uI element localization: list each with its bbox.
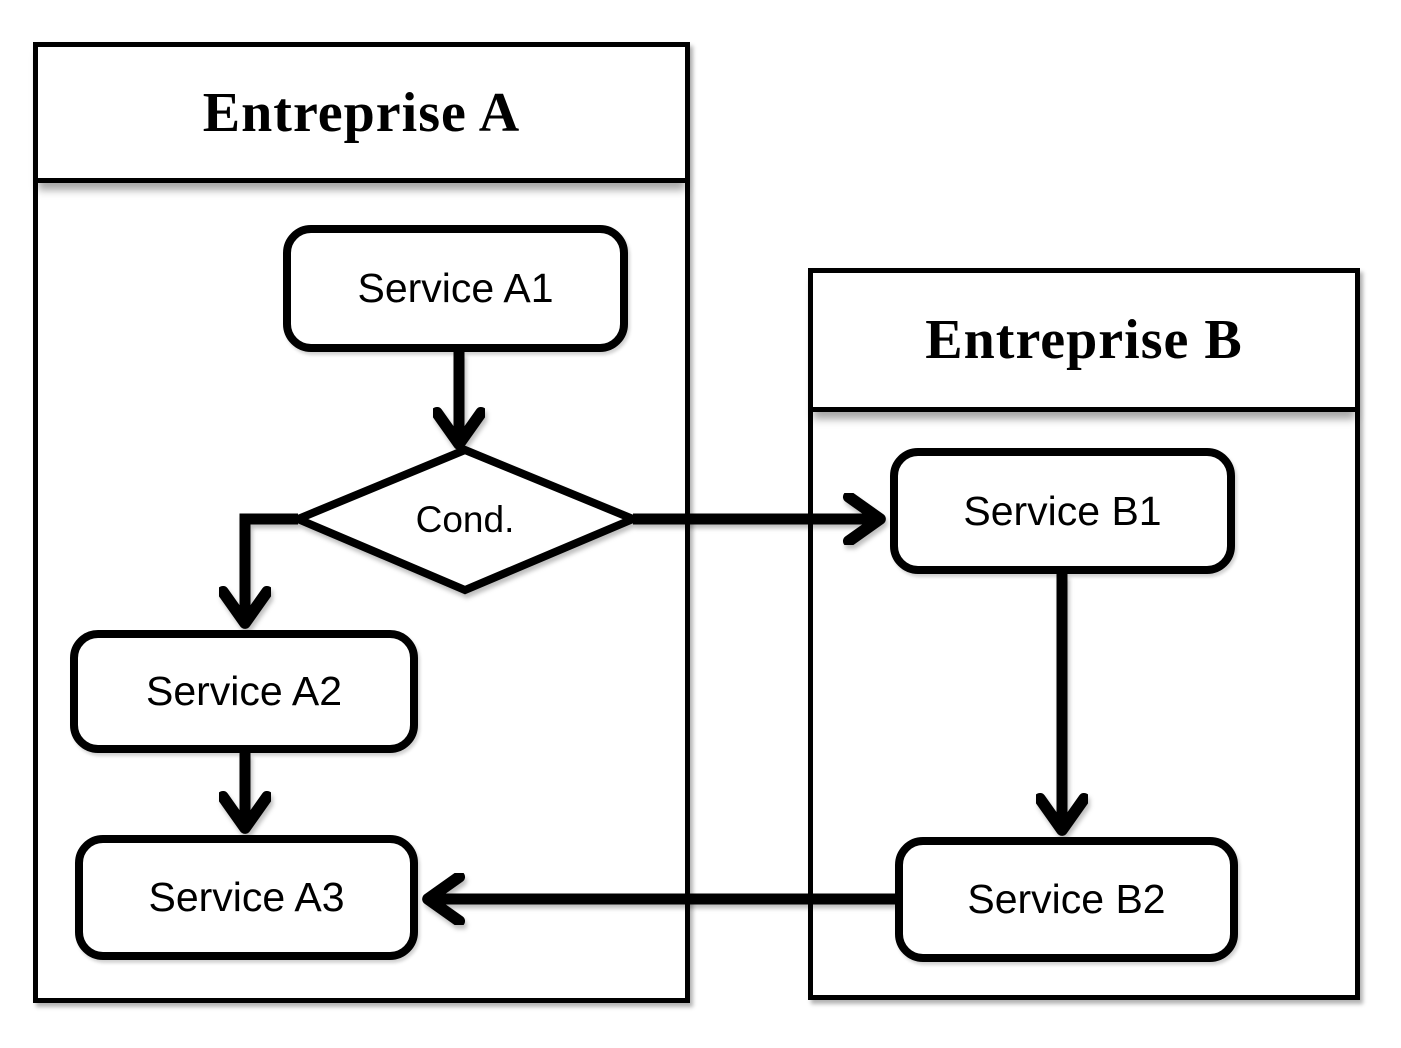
lane-entreprise-b-header: Entreprise B <box>813 273 1355 412</box>
node-service-b1-label: Service B1 <box>963 487 1162 534</box>
node-service-a2-label: Service A2 <box>146 668 342 714</box>
node-service-a3: Service A3 <box>75 835 418 960</box>
lane-entreprise-a-header: Entreprise A <box>38 47 685 183</box>
node-service-a2: Service A2 <box>70 630 418 753</box>
node-service-b1: Service B1 <box>890 448 1235 574</box>
node-service-b2: Service B2 <box>895 837 1238 962</box>
decision-label: Cond. <box>415 499 515 540</box>
node-service-a1: Service A1 <box>283 225 628 352</box>
node-service-a3-label: Service A3 <box>148 874 345 920</box>
node-service-b2-label: Service B2 <box>967 876 1166 922</box>
lane-entreprise-a-title: Entreprise A <box>202 81 521 144</box>
node-service-a1-label: Service A1 <box>357 265 554 311</box>
lane-entreprise-b-title: Entreprise B <box>925 309 1243 371</box>
